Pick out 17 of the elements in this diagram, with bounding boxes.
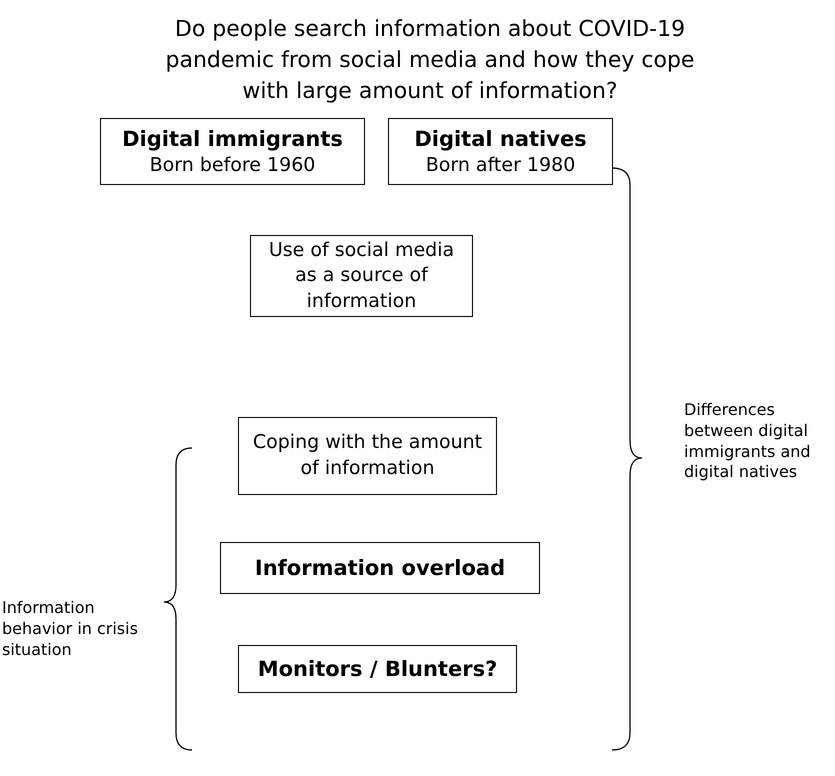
box-text: Use of social media as a source of information <box>268 238 456 314</box>
box-text: Born before 1960 <box>150 152 316 178</box>
text-box <box>238 645 517 693</box>
text-box <box>250 235 473 317</box>
box-heading: Digital immigrants <box>122 126 343 152</box>
text-box <box>220 542 540 594</box>
box-text: Coping with the amount of information <box>252 430 484 481</box>
box-heading: Digital natives <box>414 126 587 152</box>
box-text: Born after 1980 <box>426 152 576 178</box>
text-box <box>238 417 497 495</box>
box-text: Monitors / Blunters? <box>258 656 498 683</box>
box-text: Information overload <box>254 554 506 582</box>
text-box <box>388 118 613 185</box>
annotation-text: Differences between digital immigrants and digital natives <box>684 400 812 484</box>
annotation-text: Information behavior in crisis situation <box>2 598 139 660</box>
text-box <box>100 118 365 185</box>
title: Do people search information about COVID-19 pandemic from social media and how they cope with large amount of information? <box>164 16 696 106</box>
